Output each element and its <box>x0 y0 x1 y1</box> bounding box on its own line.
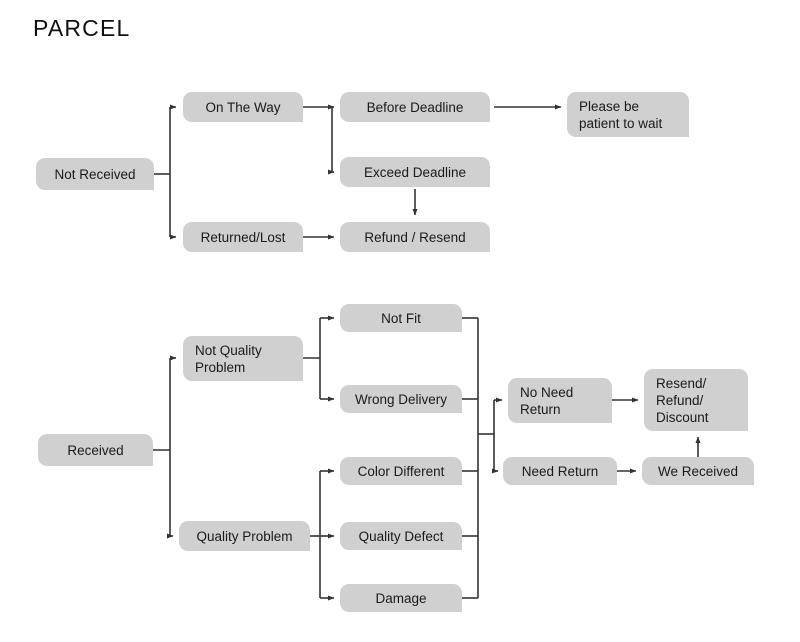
node-need-return[interactable]: Need Return <box>503 457 617 485</box>
node-on-the-way[interactable]: On The Way <box>183 92 303 122</box>
node-refund-resend[interactable]: Refund / Resend <box>340 222 490 252</box>
node-quality-defect[interactable]: Quality Defect <box>340 522 462 550</box>
node-exceed-deadline[interactable]: Exceed Deadline <box>340 157 490 187</box>
node-not-received[interactable]: Not Received <box>36 158 154 190</box>
node-we-received[interactable]: We Received <box>642 457 754 485</box>
node-not-fit[interactable]: Not Fit <box>340 304 462 332</box>
node-returned-lost[interactable]: Returned/Lost <box>183 222 303 252</box>
node-received[interactable]: Received <box>38 434 153 466</box>
node-color-different[interactable]: Color Different <box>340 457 462 485</box>
node-before-deadline[interactable]: Before Deadline <box>340 92 490 122</box>
node-resend-refund-discount[interactable]: Resend/ Refund/ Discount <box>644 369 748 431</box>
node-no-need-return[interactable]: No Need Return <box>508 378 612 423</box>
page-title: PARCEL <box>33 15 131 41</box>
node-quality-problem[interactable]: Quality Problem <box>179 521 310 551</box>
node-not-quality-problem[interactable]: Not Quality Problem <box>183 336 303 381</box>
node-damage[interactable]: Damage <box>340 584 462 612</box>
node-please-be-patient[interactable]: Please be patient to wait <box>567 92 689 137</box>
node-wrong-delivery[interactable]: Wrong Delivery <box>340 385 462 413</box>
